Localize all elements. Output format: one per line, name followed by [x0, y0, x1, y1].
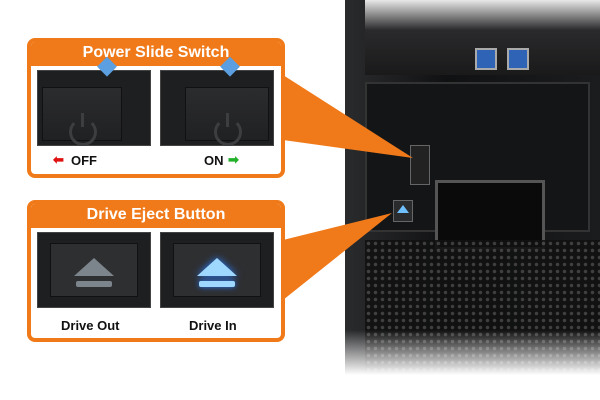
panel-title: Power Slide Switch — [31, 42, 281, 66]
callout-pointer-power — [283, 75, 413, 158]
drive-out-label: Drive Out — [61, 318, 120, 333]
switch-off-image — [37, 56, 151, 146]
computer-case-image — [345, 0, 600, 375]
callout-pointer-eject — [283, 213, 392, 300]
drive-out-image — [37, 232, 151, 308]
power-switch-on-case — [410, 145, 430, 185]
power-icon — [69, 113, 97, 146]
drive-eject-button-panel: Drive Eject Button Drive Out Drive In — [27, 200, 285, 342]
eject-icon — [50, 243, 138, 297]
usb-port — [507, 48, 529, 70]
arrow-left-icon: ⬅ — [53, 152, 64, 167]
power-slide-switch-panel: Power Slide Switch ⬅ OFF ON ➡ — [27, 38, 285, 178]
switch-on-image — [160, 56, 274, 146]
panel-title: Drive Eject Button — [31, 204, 281, 228]
slider-knob — [185, 87, 269, 146]
slider-knob — [42, 87, 122, 146]
arrow-right-icon: ➡ — [228, 152, 239, 167]
drive-in-label: Drive In — [189, 318, 237, 333]
eject-button-on-case — [393, 200, 413, 222]
eject-icon-lit — [173, 243, 261, 297]
usb-port — [475, 48, 497, 70]
off-label: OFF — [71, 153, 97, 168]
on-label: ON — [204, 153, 224, 168]
drive-in-image — [160, 232, 274, 308]
power-icon — [214, 113, 242, 146]
